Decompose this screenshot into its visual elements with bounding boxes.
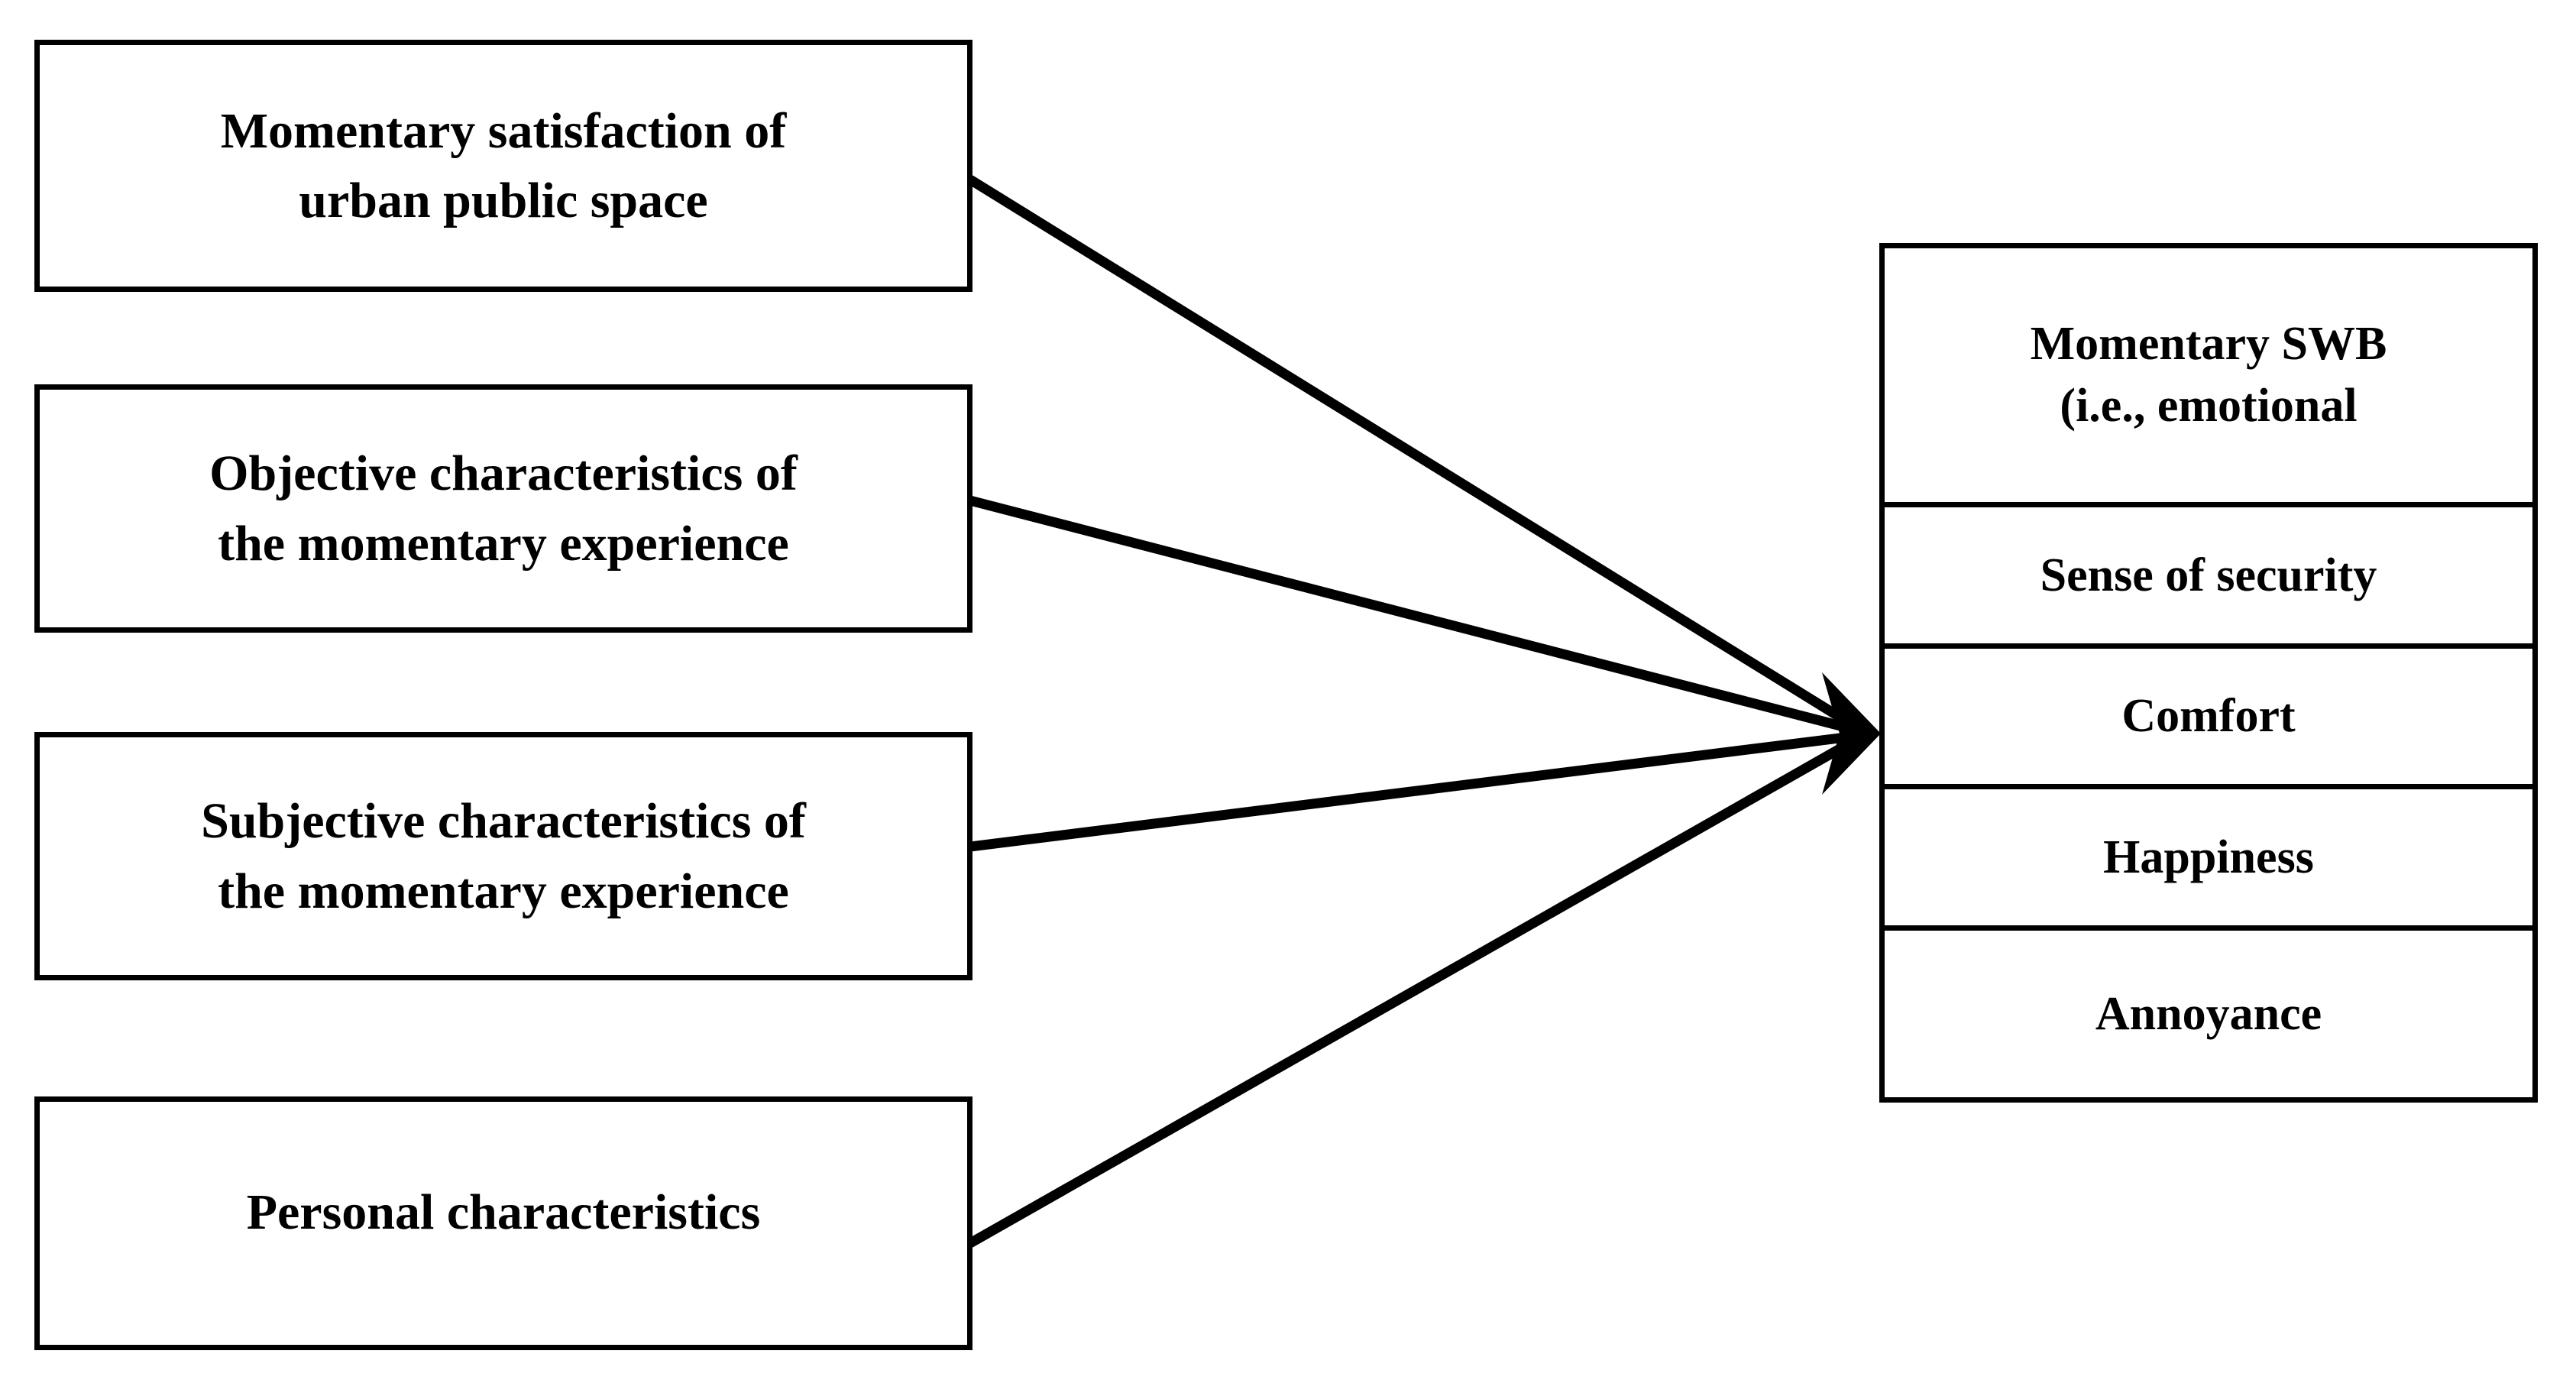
stack-row-momentary-swb[interactable]: Momentary SWB (i.e., emotional <box>1885 248 2532 507</box>
connector-line-personal-characteristics <box>967 730 1867 1248</box>
box-momentary-satisfaction-label: Momentary satisfaction of urban public s… <box>220 102 787 228</box>
connector-line-subjective-characteristics <box>969 730 1865 852</box>
stack-row-happiness[interactable]: Happiness <box>1885 789 2532 931</box>
box-objective-characteristics[interactable]: Objective characteristics of the momenta… <box>34 384 972 633</box>
stack-row-happiness-label: Happiness <box>2103 831 2314 883</box>
connector-lines <box>967 175 1867 1248</box>
stack-row-momentary-swb-label: Momentary SWB (i.e., emotional <box>2030 318 2387 432</box>
arrowhead-icon <box>1822 672 1881 795</box>
box-personal-characteristics[interactable]: Personal characteristics <box>34 1096 972 1350</box>
box-personal-characteristics-label: Personal characteristics <box>246 1184 761 1241</box>
stack-row-annoyance[interactable]: Annoyance <box>1885 931 2532 1097</box>
box-momentary-satisfaction[interactable]: Momentary satisfaction of urban public s… <box>34 40 972 292</box>
stack-row-annoyance-label: Annoyance <box>2095 987 2322 1040</box>
box-subjective-characteristics-label: Subjective characteristics of the moment… <box>201 793 806 919</box>
box-subjective-characteristics[interactable]: Subjective characteristics of the moment… <box>34 732 972 980</box>
stack-row-sense-of-security-label: Sense of security <box>2040 549 2377 601</box>
stack-row-comfort[interactable]: Comfort <box>1885 649 2532 789</box>
outcome-stack-momentary-swb: Momentary SWB (i.e., emotional Sense of … <box>1879 243 2538 1103</box>
box-objective-characteristics-label: Objective characteristics of the momenta… <box>209 445 798 572</box>
stack-row-comfort-label: Comfort <box>2121 690 2296 743</box>
connector-line-momentary-satisfaction <box>967 175 1867 737</box>
stack-row-sense-of-security[interactable]: Sense of security <box>1885 507 2532 649</box>
connector-line-objective-characteristics <box>969 495 1866 737</box>
